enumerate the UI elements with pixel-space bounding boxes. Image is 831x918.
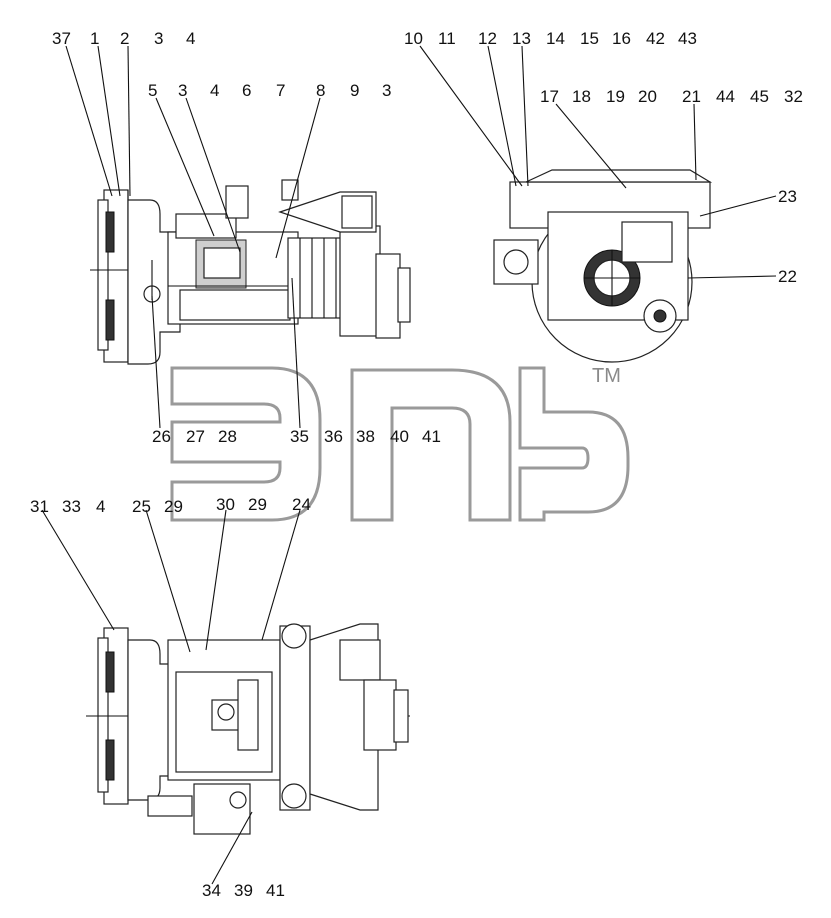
callout-33: 33: [62, 497, 81, 516]
callout-43: 43: [678, 29, 697, 48]
callout-9: 9: [350, 81, 359, 100]
callout-24: 24: [292, 495, 311, 514]
callouts-side-view: 37 1 2 3 4 5 3 4 6 7 8 9 3 26 27 28 35 3…: [52, 29, 441, 446]
callout-4: 4: [210, 81, 219, 100]
callout-17: 17: [540, 87, 559, 106]
callout-40: 40: [390, 427, 409, 446]
callout-10: 10: [404, 29, 423, 48]
callout-23: 23: [778, 187, 797, 206]
callout-41: 41: [422, 427, 441, 446]
callout-38: 38: [356, 427, 375, 446]
callout-6: 6: [242, 81, 251, 100]
callout-16: 16: [612, 29, 631, 48]
callout-5: 5: [148, 81, 157, 100]
callout-29: 29: [164, 497, 183, 516]
callout-12: 12: [478, 29, 497, 48]
callout-37: 37: [52, 29, 71, 48]
callout-26: 26: [152, 427, 171, 446]
callout-35: 35: [290, 427, 309, 446]
callout-32: 32: [784, 87, 803, 106]
callout-13: 13: [512, 29, 531, 48]
callout-42: 42: [646, 29, 665, 48]
callouts-front-view: 10 11 12 13 14 15 16 42 43 17 18 19 20 2…: [404, 29, 803, 286]
callout-29: 29: [248, 495, 267, 514]
callout-18: 18: [572, 87, 591, 106]
callout-20: 20: [638, 87, 657, 106]
leader-lines: [41, 45, 777, 885]
callout-39: 39: [234, 881, 253, 900]
callout-3: 3: [178, 81, 187, 100]
callout-21: 21: [682, 87, 701, 106]
watermark-logo: TM: [170, 365, 630, 522]
front-view-drawing: [493, 169, 713, 363]
callout-14: 14: [546, 29, 565, 48]
callout-4: 4: [186, 29, 195, 48]
callout-8: 8: [316, 81, 325, 100]
trademark-mark: TM: [592, 365, 621, 387]
callout-25: 25: [132, 497, 151, 516]
callouts-top-view: 31 33 4 25 29 30 29 24 34 39 41: [30, 495, 311, 900]
callout-3: 3: [382, 81, 391, 100]
callout-41: 41: [266, 881, 285, 900]
callout-36: 36: [324, 427, 343, 446]
callout-34: 34: [202, 881, 221, 900]
callout-44: 44: [716, 87, 735, 106]
callout-19: 19: [606, 87, 625, 106]
callout-45: 45: [750, 87, 769, 106]
callout-1: 1: [90, 29, 99, 48]
callout-31: 31: [30, 497, 49, 516]
side-view-drawing: [90, 179, 411, 365]
callout-28: 28: [218, 427, 237, 446]
callout-30: 30: [216, 495, 235, 514]
callout-22: 22: [778, 267, 797, 286]
callout-27: 27: [186, 427, 205, 446]
callout-3: 3: [154, 29, 163, 48]
callout-7: 7: [276, 81, 285, 100]
top-view-drawing: [86, 623, 410, 835]
callout-2: 2: [120, 29, 129, 48]
callout-15: 15: [580, 29, 599, 48]
callout-4: 4: [96, 497, 105, 516]
callout-11: 11: [438, 29, 456, 48]
